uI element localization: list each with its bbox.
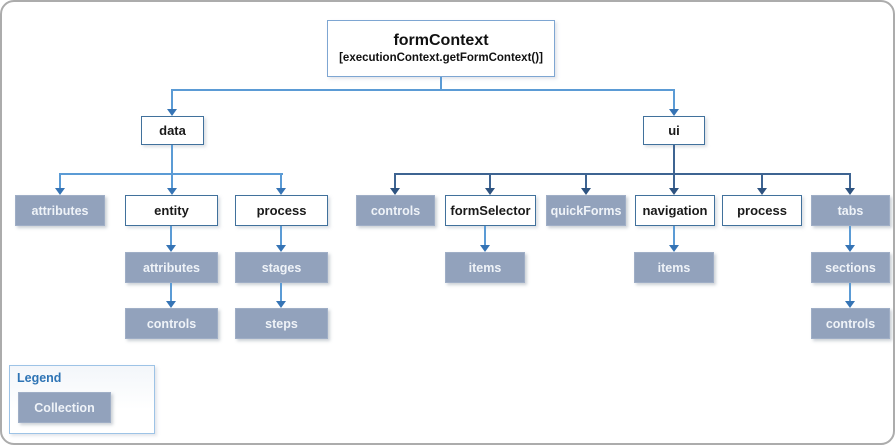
arrowhead-ui-tabs: [845, 188, 855, 195]
connector-to-ui-process: [761, 173, 763, 188]
connector-root-stem: [440, 77, 442, 90]
connector-ui-spread: [395, 173, 851, 175]
node-data-entity: entity: [125, 195, 218, 226]
node-ui-process: process: [722, 195, 802, 226]
connector-to-ui-navigation: [673, 173, 675, 188]
node-ui-tabs: tabs: [811, 195, 890, 226]
connector-stages-steps: [280, 283, 282, 301]
connector-attributes-controls: [170, 283, 172, 301]
connector-to-ui-controls: [394, 173, 396, 188]
connector-root-spread: [171, 89, 675, 91]
legend-box: Legend Collection: [9, 365, 155, 434]
legend-title: Legend: [17, 371, 62, 385]
connector-to-ui-tabs: [849, 173, 851, 188]
node-formcontext-subtitle: [executionContext.getFormContext()]: [339, 51, 543, 64]
node-ui-controls: controls: [356, 195, 435, 226]
arrowhead-ui: [669, 109, 679, 116]
arrowhead-process-stages: [276, 245, 286, 252]
arrowhead-navigation-items: [669, 245, 679, 252]
arrowhead-data-entity: [167, 188, 177, 195]
arrowhead-data-attributes: [55, 188, 65, 195]
node-ui-quickforms: quickForms: [546, 195, 626, 226]
arrowhead-data-process: [276, 188, 286, 195]
arrowhead-attributes-controls: [166, 301, 176, 308]
node-entity-attributes: attributes: [125, 252, 218, 283]
connector-to-ui: [673, 90, 675, 109]
connector-to-data-attributes: [59, 173, 61, 188]
connector-ui-stem: [673, 145, 675, 174]
arrowhead-entity-attributes: [166, 245, 176, 252]
node-formcontext: formContext [executionContext.getFormCon…: [327, 20, 555, 77]
connector-to-data-entity: [171, 173, 173, 188]
node-process-stages: stages: [235, 252, 328, 283]
connector-to-data-process: [280, 173, 282, 188]
node-tabs-sections: sections: [811, 252, 890, 283]
arrowhead-ui-quickforms: [581, 188, 591, 195]
node-ui: ui: [643, 116, 705, 145]
connector-entity-attributes: [170, 226, 172, 245]
connector-to-data: [171, 90, 173, 109]
arrowhead-ui-navigation: [669, 188, 679, 195]
connector-tabs-sections: [849, 226, 851, 245]
node-ui-formselector: formSelector: [445, 195, 536, 226]
arrowhead-ui-formselector: [485, 188, 495, 195]
connector-to-ui-quickforms: [585, 173, 587, 188]
connector-sections-controls: [849, 283, 851, 301]
node-navigation-items: items: [634, 252, 714, 283]
node-formcontext-title: formContext: [393, 32, 489, 50]
connector-formselector-items: [484, 226, 486, 245]
node-sections-controls: controls: [811, 308, 890, 339]
arrowhead-ui-controls: [390, 188, 400, 195]
node-data-attributes: attributes: [15, 195, 105, 226]
arrowhead-formselector-items: [480, 245, 490, 252]
node-formselector-items: items: [445, 252, 525, 283]
node-ui-navigation: navigation: [635, 195, 715, 226]
node-attributes-controls: controls: [125, 308, 218, 339]
connector-navigation-items: [673, 226, 675, 245]
node-data-process: process: [235, 195, 328, 226]
arrowhead-tabs-sections: [845, 245, 855, 252]
arrowhead-ui-process: [757, 188, 767, 195]
arrowhead-data: [167, 109, 177, 116]
connector-to-ui-formselector: [489, 173, 491, 188]
node-data: data: [141, 116, 204, 145]
connector-data-stem: [171, 145, 173, 174]
legend-collection-swatch: Collection: [18, 392, 111, 423]
connector-process-stages: [280, 226, 282, 245]
arrowhead-stages-steps: [276, 301, 286, 308]
node-stages-steps: steps: [235, 308, 328, 339]
arrowhead-sections-controls: [845, 301, 855, 308]
